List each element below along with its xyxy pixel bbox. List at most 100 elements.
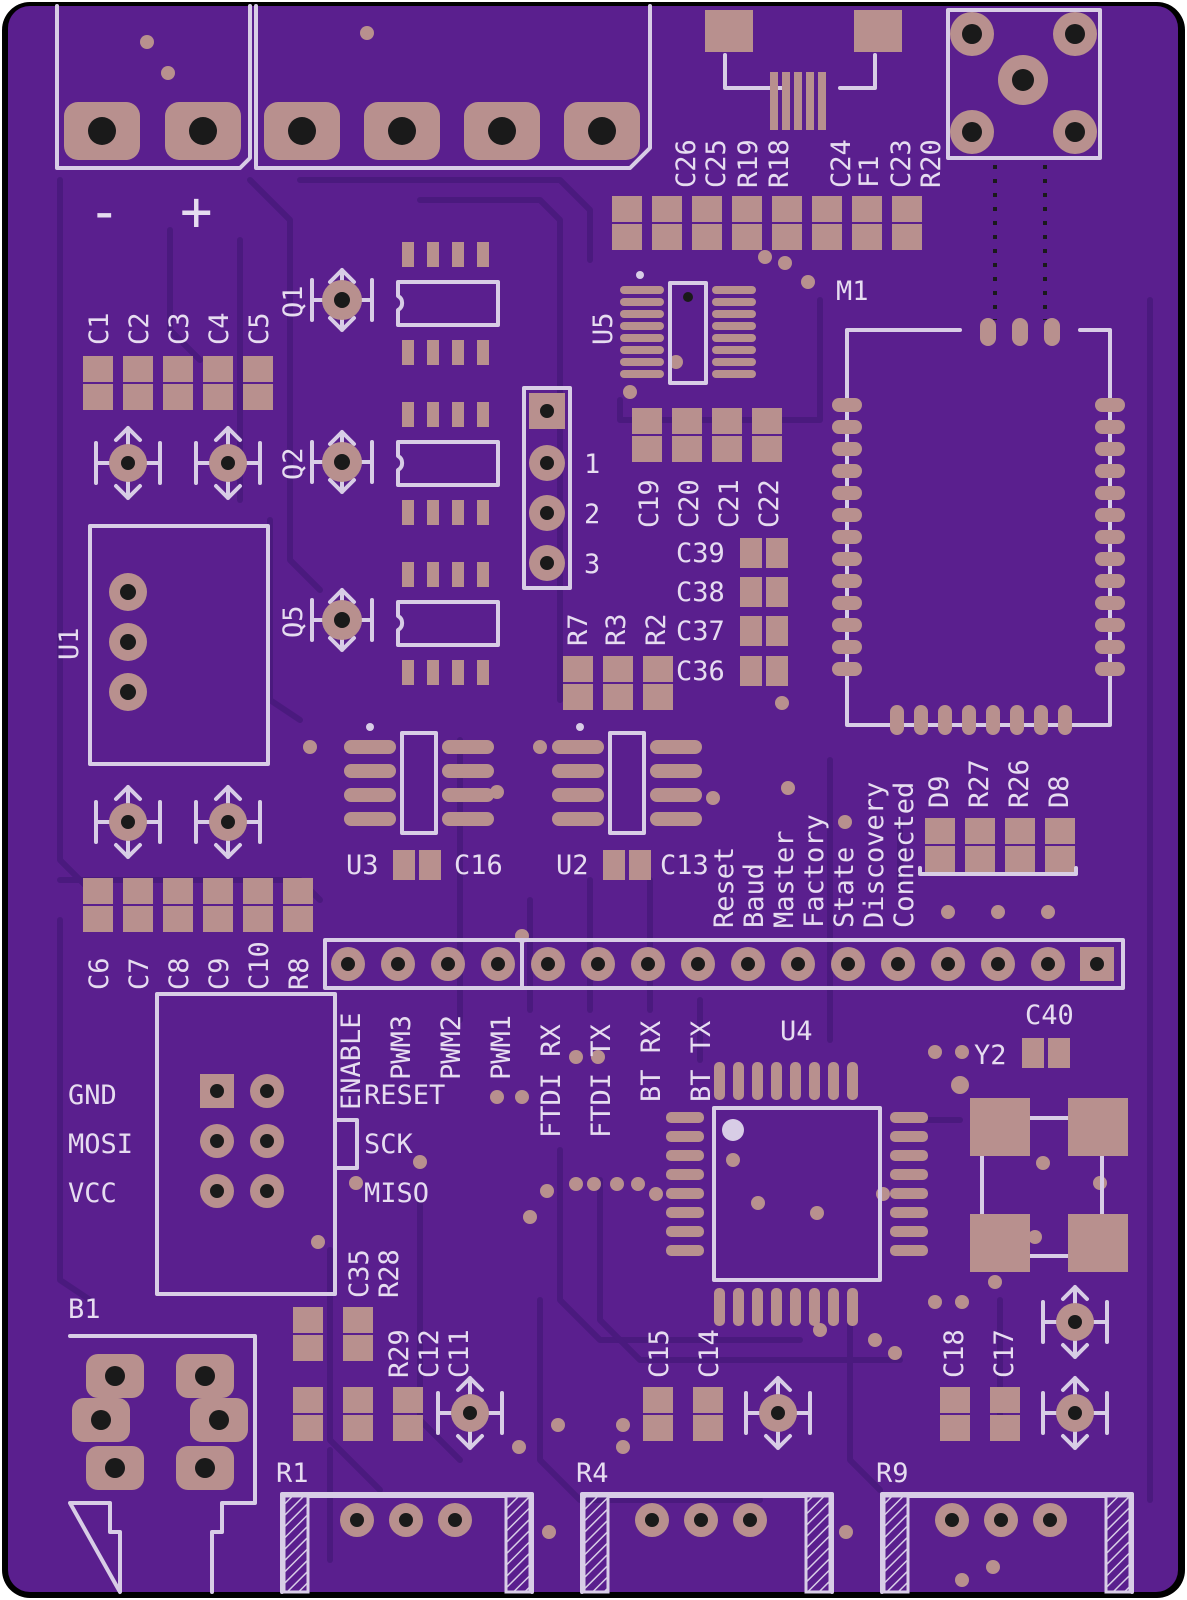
svg-text:C17: C17 <box>989 1329 1020 1378</box>
cap-row-c1-c5: C1 C2 C3 C4 C5 <box>83 312 275 410</box>
usb-connector <box>705 10 902 130</box>
mosfet-q2 <box>310 430 374 494</box>
svg-text:C4: C4 <box>204 312 235 345</box>
c40-pad-b <box>1048 1038 1070 1068</box>
u3-chip <box>344 723 494 835</box>
u1-regulator <box>88 524 270 766</box>
c35-r28-pads <box>293 1307 373 1361</box>
potentiometer-r9 <box>880 1492 1134 1594</box>
svg-text:C25: C25 <box>701 139 732 188</box>
svg-text:R19: R19 <box>733 139 764 188</box>
svg-text:C1: C1 <box>84 312 115 345</box>
svg-text:C11: C11 <box>444 1329 475 1378</box>
u4-label: U4 <box>780 1016 813 1047</box>
c16-pad-a <box>393 850 415 880</box>
r4-label: R4 <box>576 1458 609 1489</box>
svg-text:C10: C10 <box>244 941 275 990</box>
svg-text:BT TX: BT TX <box>686 1021 717 1102</box>
r1-label: R1 <box>276 1458 309 1489</box>
m1-label: M1 <box>836 276 869 307</box>
svg-text:C36: C36 <box>676 656 725 687</box>
cap-row-c6-r8: C6 C7 C8 C9 C10 R8 <box>83 878 315 990</box>
u2-label: U2 <box>556 850 589 881</box>
svg-text:Reset: Reset <box>709 847 740 928</box>
power-plus-label: + <box>180 180 213 243</box>
antenna-connector <box>946 8 1102 160</box>
svg-text:C6: C6 <box>84 957 115 990</box>
test-points <box>94 426 1109 1450</box>
svg-text:C38: C38 <box>676 577 725 608</box>
q1-label: Q1 <box>278 285 309 318</box>
svg-text:R3: R3 <box>601 613 632 646</box>
r9-label: R9 <box>876 1458 909 1489</box>
power-terminal-2pin <box>55 4 252 170</box>
c16-pad-b <box>419 850 441 880</box>
svg-text:F1: F1 <box>854 155 885 188</box>
u1-label: U1 <box>54 627 85 660</box>
svg-text:C5: C5 <box>244 312 275 345</box>
u2-chip <box>552 723 702 835</box>
svg-text:C22: C22 <box>754 479 785 528</box>
svg-text:C9: C9 <box>204 957 235 990</box>
mosfet-q1 <box>310 268 374 332</box>
svg-text:State: State <box>829 847 860 928</box>
svg-text:Discovery: Discovery <box>859 782 890 928</box>
svg-text:R29: R29 <box>384 1329 415 1378</box>
top-passive-labels: C26 C25 R19 R18 C24 F1 C23 R20 <box>671 139 947 188</box>
svg-text:BT RX: BT RX <box>636 1021 667 1102</box>
svg-text:C3: C3 <box>164 312 195 345</box>
power-minus-label: - <box>88 180 121 243</box>
y2-label: Y2 <box>974 1040 1007 1071</box>
c13-pad-a <box>603 850 625 880</box>
svg-text:C26: C26 <box>671 139 702 188</box>
c40-pad-a <box>1022 1038 1044 1068</box>
svg-text:PWM2: PWM2 <box>436 1015 467 1080</box>
crystal-y2 <box>970 1098 1128 1272</box>
svg-text:Factory: Factory <box>799 814 830 928</box>
q2-label: Q2 <box>278 447 309 480</box>
svg-text:C8: C8 <box>164 957 195 990</box>
isp-header <box>155 992 359 1296</box>
svg-text:C20: C20 <box>674 479 705 528</box>
isp-sck-label: SCK <box>364 1129 414 1160</box>
svg-text:ENABLE: ENABLE <box>336 1012 367 1110</box>
power-terminal-4pin <box>254 4 652 170</box>
svg-text:C7: C7 <box>124 957 155 990</box>
mosfet-q5 <box>310 588 374 652</box>
svg-text:D9: D9 <box>924 775 955 808</box>
isp-miso-label: MISO <box>364 1178 429 1209</box>
svg-text:C15: C15 <box>644 1329 675 1378</box>
bluetooth-module <box>832 318 1125 735</box>
svg-text:C21: C21 <box>714 479 745 528</box>
isp-mosi-label: MOSI <box>68 1129 133 1160</box>
svg-text:C2: C2 <box>124 312 155 345</box>
jumper-3pin <box>522 386 572 590</box>
battery-holder-b1 <box>68 1334 257 1594</box>
driver-chips <box>396 242 500 685</box>
bottom-passives-right: C18 C17 <box>939 1329 1020 1441</box>
svg-text:C23: C23 <box>886 139 917 188</box>
top-passive-pads <box>612 196 922 250</box>
svg-text:C19: C19 <box>634 479 665 528</box>
svg-text:C37: C37 <box>676 616 725 647</box>
rf-traces <box>993 165 1047 320</box>
svg-text:PWM3: PWM3 <box>386 1015 417 1080</box>
resistor-row-r7-r3-r2: R7 R3 R2 <box>563 613 673 710</box>
svg-text:C24: C24 <box>826 139 857 188</box>
u5-chip <box>620 271 756 385</box>
bottom-passives-middle: C15 C14 <box>643 1329 725 1441</box>
svg-text:R8: R8 <box>284 957 315 990</box>
svg-text:C14: C14 <box>694 1329 725 1378</box>
svg-text:R2: R2 <box>641 613 672 646</box>
potentiometer-r4 <box>580 1492 834 1594</box>
u4-mcu <box>666 1062 928 1326</box>
svg-text:R27: R27 <box>964 759 995 808</box>
potentiometer-r1 <box>280 1492 534 1594</box>
status-labels: Reset Baud Master Factory State Discover… <box>709 782 920 928</box>
r28-label: R28 <box>374 1249 405 1298</box>
vias <box>140 26 1107 1587</box>
isp-gnd-label: GND <box>68 1080 117 1111</box>
q5-label: Q5 <box>278 605 309 638</box>
svg-text:C18: C18 <box>939 1329 970 1378</box>
